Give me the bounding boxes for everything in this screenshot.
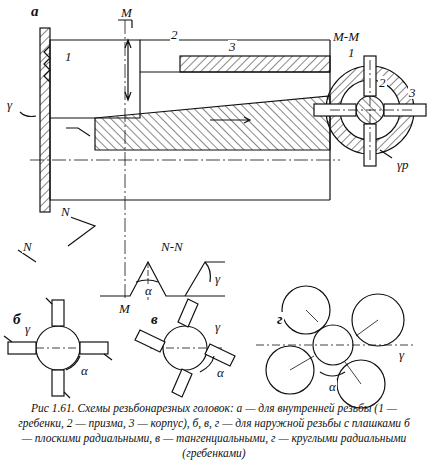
callout-label: N-N xyxy=(160,240,184,253)
callout-label: М-М xyxy=(332,30,360,43)
figure-caption: Рис 1.61. Схемы резьбонарезных головок: … xyxy=(14,401,414,461)
callout-label: N xyxy=(22,240,33,253)
callout-label: М xyxy=(120,6,133,19)
head-a xyxy=(18,20,340,300)
callout-label: 3 xyxy=(228,40,237,53)
callout-label: 2 xyxy=(170,28,179,41)
callout-label: α xyxy=(216,366,225,379)
callout-label: γр xyxy=(396,158,410,171)
part-letter: в xyxy=(150,312,159,327)
part-letter: б xyxy=(12,312,22,327)
callout-label: α xyxy=(328,380,337,393)
callout-label: М xyxy=(118,302,131,315)
part-letter: а xyxy=(30,4,40,19)
section-m-m xyxy=(314,56,426,166)
callout-label: N xyxy=(60,205,71,218)
callout-label: γ xyxy=(24,322,31,335)
callout-label: 1 xyxy=(64,50,73,63)
part-letter: г xyxy=(276,312,284,327)
callout-label: α xyxy=(80,364,89,377)
callout-label: 3 xyxy=(408,86,417,99)
callout-label: α xyxy=(144,284,153,297)
head-v xyxy=(135,299,235,397)
callout-label: γ xyxy=(214,272,221,285)
callout-label: γ xyxy=(6,98,13,111)
callout-label: γ xyxy=(398,348,405,361)
head-g xyxy=(256,286,416,408)
callout-label: 2 xyxy=(378,76,387,89)
callout-label: 1 xyxy=(347,46,356,59)
head-b xyxy=(4,298,112,398)
callout-label: γ xyxy=(214,320,221,333)
